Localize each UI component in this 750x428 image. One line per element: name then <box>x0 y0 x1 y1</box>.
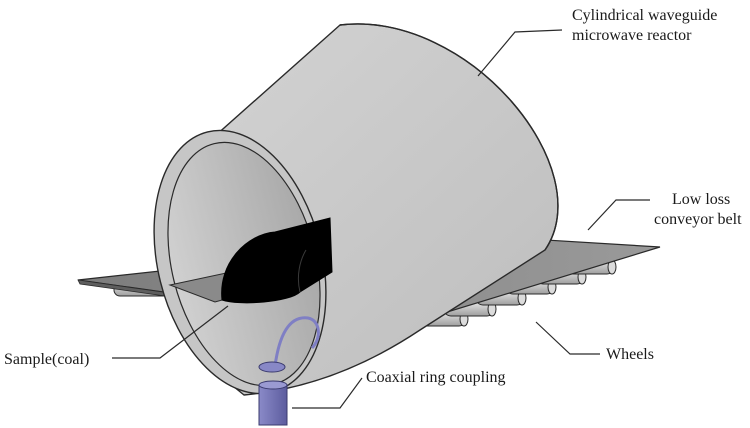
label-reactor-line2: microwave reactor <box>572 27 692 44</box>
label-reactor-line1: Cylindrical waveguide <box>572 7 718 24</box>
cylinder-far-rim <box>339 23 559 251</box>
leader-coupling <box>292 377 363 409</box>
coaxial-feed-top <box>258 380 288 390</box>
leader-wheels <box>535 321 600 355</box>
leader-sample <box>112 305 229 359</box>
coal-sample <box>221 217 333 304</box>
leader-reactor <box>477 29 563 77</box>
label-belt: Low loss conveyor belt <box>654 190 742 230</box>
label-coupling: Coaxial ring coupling <box>366 369 506 386</box>
coaxial-feed <box>258 384 288 426</box>
label-reactor: Cylindrical waveguide microwave reactor <box>572 6 717 46</box>
label-belt-line2: conveyor belt <box>654 211 742 228</box>
coal-sample-edge <box>297 249 307 293</box>
coupling-loop <box>273 316 320 367</box>
label-belt-line1: Low loss <box>672 191 731 208</box>
label-sample: Sample(coal) <box>4 351 90 368</box>
coupling-flange <box>258 361 286 373</box>
label-wheels: Wheels <box>606 346 654 363</box>
leader-belt <box>587 199 650 231</box>
